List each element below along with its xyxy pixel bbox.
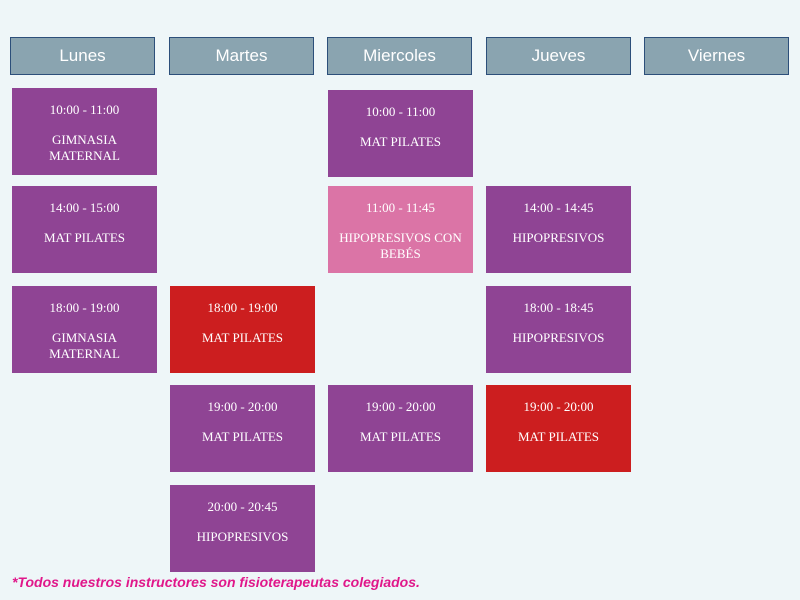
day-header-martes: Martes bbox=[169, 37, 314, 75]
class-time: 20:00 - 20:45 bbox=[207, 499, 278, 514]
class-block-lunes-2: 14:00 - 15:00 MAT PILATES bbox=[12, 186, 157, 273]
class-block-lunes-1: 10:00 - 11:00 GIMNASIA MATERNAL bbox=[12, 88, 157, 175]
class-time: 11:00 - 11:45 bbox=[365, 200, 436, 215]
class-name: MAT PILATES bbox=[43, 230, 126, 245]
class-block-martes-3: 20:00 - 20:45 HIPOPRESIVOS bbox=[170, 485, 315, 572]
class-time: 10:00 - 11:00 bbox=[365, 104, 436, 119]
class-name: HIPOPRESIVOS bbox=[512, 230, 605, 245]
class-block-martes-1: 18:00 - 19:00 MAT PILATES bbox=[170, 286, 315, 373]
class-block-jueves-1: 14:00 - 14:45 HIPOPRESIVOS bbox=[486, 186, 631, 273]
day-header-lunes: Lunes bbox=[10, 37, 155, 75]
class-name: HIPOPRESIVOS bbox=[196, 529, 289, 544]
class-time: 19:00 - 20:00 bbox=[207, 399, 278, 414]
class-time: 19:00 - 20:00 bbox=[523, 399, 594, 414]
class-block-miercoles-2: 11:00 - 11:45 HIPOPRESIVOS CON BEBÉS bbox=[328, 186, 473, 273]
class-name: HIPOPRESIVOS bbox=[512, 330, 605, 345]
class-name: MAT PILATES bbox=[359, 134, 442, 149]
class-name: MAT PILATES bbox=[517, 429, 600, 444]
class-time: 14:00 - 15:00 bbox=[49, 200, 120, 215]
class-time: 18:00 - 18:45 bbox=[523, 300, 594, 315]
class-name: GIMNASIA MATERNAL bbox=[49, 330, 120, 361]
class-name: MAT PILATES bbox=[201, 429, 284, 444]
class-block-lunes-3: 18:00 - 19:00 GIMNASIA MATERNAL bbox=[12, 286, 157, 373]
footnote: *Todos nuestros instructores son fisiote… bbox=[12, 574, 420, 590]
class-time: 18:00 - 19:00 bbox=[207, 300, 278, 315]
class-block-jueves-3: 19:00 - 20:00 MAT PILATES bbox=[486, 385, 631, 472]
class-time: 19:00 - 20:00 bbox=[365, 399, 436, 414]
day-header-viernes: Viernes bbox=[644, 37, 789, 75]
class-block-jueves-2: 18:00 - 18:45 HIPOPRESIVOS bbox=[486, 286, 631, 373]
class-block-miercoles-3: 19:00 - 20:00 MAT PILATES bbox=[328, 385, 473, 472]
class-name: GIMNASIA MATERNAL bbox=[49, 132, 120, 163]
class-name: HIPOPRESIVOS CON BEBÉS bbox=[339, 230, 462, 261]
day-header-jueves: Jueves bbox=[486, 37, 631, 75]
class-name: MAT PILATES bbox=[201, 330, 284, 345]
class-block-martes-2: 19:00 - 20:00 MAT PILATES bbox=[170, 385, 315, 472]
class-time: 14:00 - 14:45 bbox=[523, 200, 594, 215]
class-block-miercoles-1: 10:00 - 11:00 MAT PILATES bbox=[328, 90, 473, 177]
day-header-miercoles: Miercoles bbox=[327, 37, 472, 75]
class-name: MAT PILATES bbox=[359, 429, 442, 444]
class-time: 18:00 - 19:00 bbox=[49, 300, 120, 315]
class-time: 10:00 - 11:00 bbox=[49, 102, 120, 117]
